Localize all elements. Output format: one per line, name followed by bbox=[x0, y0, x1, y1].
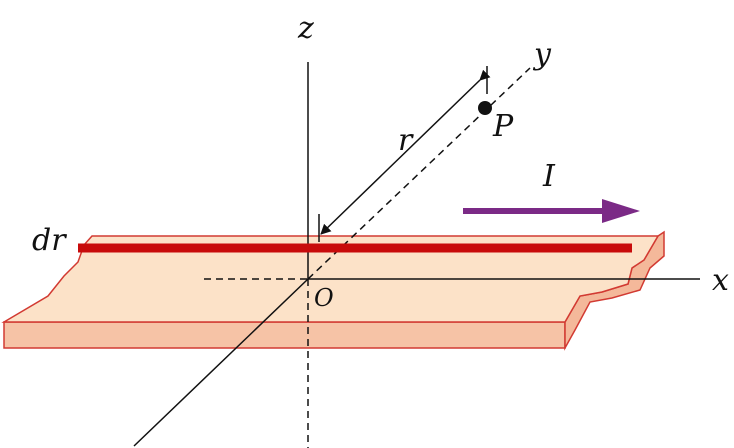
y-axis-label: y bbox=[534, 37, 551, 72]
origin-label: O bbox=[314, 284, 334, 312]
z-axis-label: z bbox=[298, 11, 314, 46]
current-i-label: I bbox=[543, 159, 555, 194]
distance-r-arrow bbox=[320, 69, 491, 235]
point-p-dot bbox=[478, 101, 492, 115]
sheet-front-edge bbox=[3, 321, 566, 349]
y-axis-front-line bbox=[133, 278, 309, 447]
distance-r-label: r bbox=[398, 123, 413, 158]
x-axis-label: x bbox=[712, 263, 729, 298]
point-p-label: P bbox=[493, 109, 514, 144]
strip-width-label: dr bbox=[32, 223, 66, 258]
current-arrow-head bbox=[602, 199, 640, 223]
